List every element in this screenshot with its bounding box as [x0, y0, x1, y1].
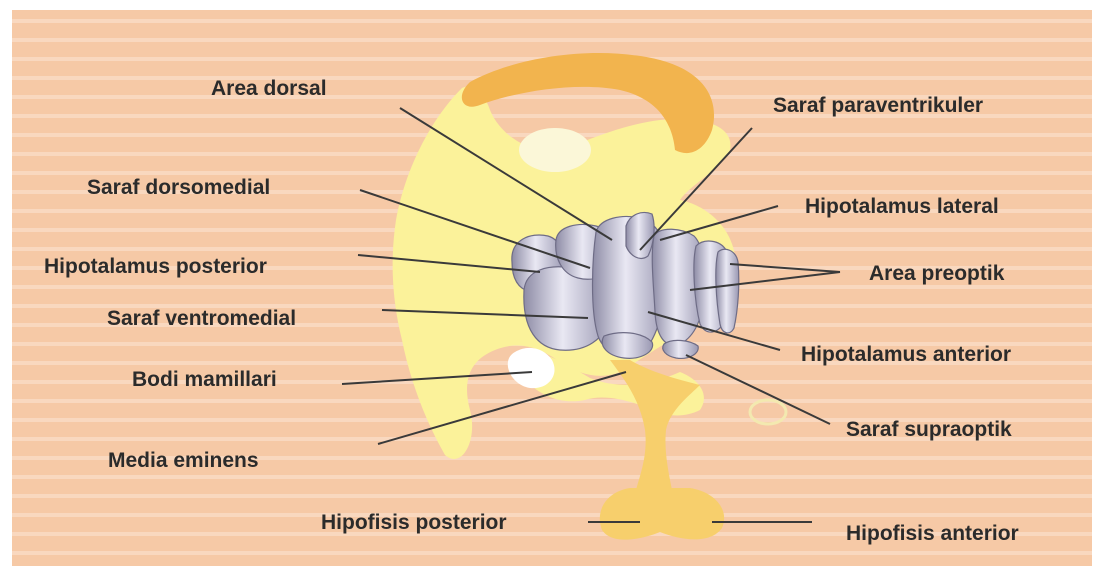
- ventricle: [519, 128, 591, 172]
- label-area-dorsal: Area dorsal: [211, 77, 327, 101]
- nucleus-paraventricular: [626, 213, 654, 259]
- label-saraf-paraventrikuler: Saraf paraventrikuler: [773, 94, 983, 118]
- nucleus-supraoptic: [663, 340, 698, 358]
- nucleus-preoptic-2: [716, 249, 739, 333]
- label-saraf-supraoptik: Saraf supraoptik: [846, 418, 1012, 442]
- label-media-eminens: Media eminens: [108, 449, 259, 473]
- label-saraf-ventromedial: Saraf ventromedial: [107, 307, 296, 331]
- label-saraf-dorsomedial: Saraf dorsomedial: [87, 176, 270, 200]
- pituitary-gland: [600, 488, 724, 540]
- label-hipofisis-posterior: Hipofisis posterior: [321, 511, 507, 535]
- label-hipotalamus-posterior: Hipotalamus posterior: [44, 255, 267, 279]
- label-hipofisis-anterior: Hipofisis anterior: [846, 522, 1019, 546]
- label-hipotalamus-lateral: Hipotalamus lateral: [805, 195, 999, 219]
- label-area-preoptik: Area preoptik: [869, 262, 1004, 286]
- label-bodi-mamillari: Bodi mamillari: [132, 368, 277, 392]
- label-hipotalamus-anterior: Hipotalamus anterior: [801, 343, 1011, 367]
